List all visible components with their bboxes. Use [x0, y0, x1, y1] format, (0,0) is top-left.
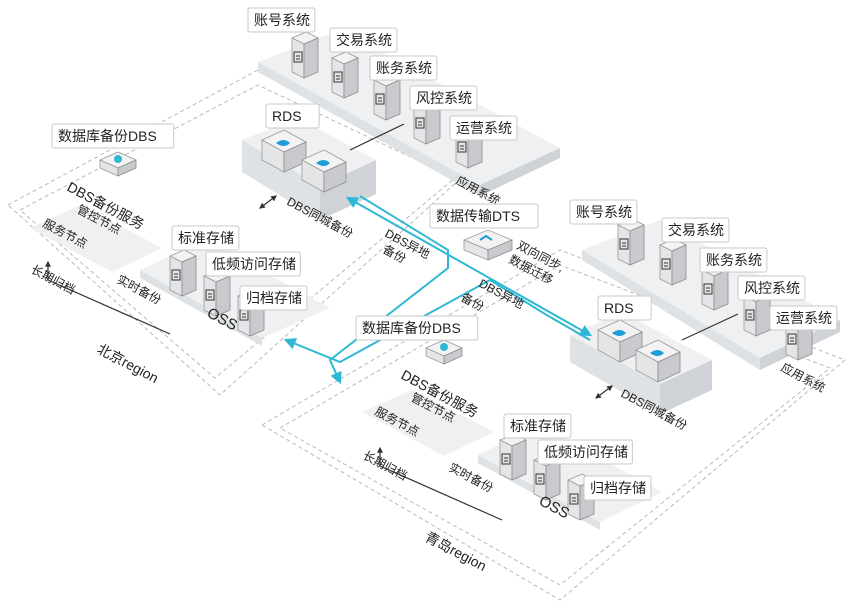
- remote-backup-line-1: [283, 278, 591, 364]
- long-term-archive-arrow-beijing: [45, 260, 171, 335]
- database-icon: [276, 140, 290, 146]
- storage-archive-label-qingdao-text: 归档存储: [590, 480, 646, 496]
- long-term-label-beijing: 长期归档: [29, 262, 78, 297]
- long-term-label-qingdao: 长期归档: [361, 448, 410, 483]
- app-system-top-label-1: 账号系统: [247, 7, 316, 33]
- shield-icon: [440, 343, 448, 351]
- app-system-right-label-2-text: 交易系统: [668, 222, 724, 238]
- shield-icon: [745, 309, 755, 321]
- app-server-right-2: [659, 238, 687, 286]
- dbs-node-qingdao: [425, 339, 463, 365]
- app-system-top-label-1-text: 账号系统: [254, 12, 310, 28]
- rds-to-app-top: [349, 123, 405, 151]
- app-server-top-1: [291, 31, 319, 79]
- dbs-label-qingdao-text: 数据库备份DBS: [362, 320, 461, 336]
- database-icon: [612, 330, 626, 336]
- storage-ia-label-qingdao-text: 低频访问存储: [544, 444, 628, 460]
- app-system-top-label-5-text: 运营系统: [456, 120, 512, 136]
- app-system-top-label-4-text: 风控系统: [416, 90, 472, 106]
- dts-label: 数据传输DTS: [429, 203, 539, 229]
- storage-ia-label-beijing-text: 低频访问存储: [212, 256, 296, 272]
- storage-standard-label-beijing: 标准存储: [171, 225, 240, 251]
- region-label-qingdao: 青岛region: [423, 529, 490, 575]
- app-system-top-label-3: 账务系统: [369, 55, 438, 81]
- storage-ia-label-qingdao: 低频访问存储: [537, 439, 633, 465]
- shield-icon: [415, 117, 425, 129]
- app-server-top-2: [331, 51, 359, 99]
- app-system-right-label-2: 交易系统: [661, 217, 730, 243]
- rds-label-beijing-text: RDS: [272, 108, 302, 124]
- database-icon: [316, 160, 330, 166]
- storage-archive-label-beijing: 归档存储: [239, 285, 308, 311]
- rds-servers-beijing: [261, 129, 347, 193]
- storage-server-qingdao-1: [499, 433, 527, 481]
- user-icon: [293, 51, 303, 63]
- storage-archive-label-beijing-text: 归档存储: [246, 290, 302, 306]
- document-icon: [205, 289, 215, 301]
- app-server-right-1: [617, 218, 645, 266]
- gear-icon: [787, 333, 797, 345]
- rds-to-app-right: [681, 313, 739, 341]
- gear-icon: [457, 141, 467, 153]
- rds-servers-qingdao: [597, 319, 681, 383]
- app-system-right-label-4: 风控系统: [737, 275, 806, 301]
- storage-standard-label-qingdao: 标准存储: [503, 413, 572, 439]
- dbs-label-beijing: 数据库备份DBS: [51, 123, 175, 149]
- storage-server-beijing-1: [169, 249, 197, 297]
- app-system-top-label-3-text: 账务系统: [376, 60, 432, 76]
- document-icon: [501, 453, 511, 465]
- document-icon: [661, 258, 671, 270]
- same-city-arrow-qingdao: [595, 385, 613, 399]
- storage-standard-label-beijing-text: 标准存储: [178, 230, 234, 246]
- document-icon: [333, 71, 343, 83]
- app-server-top-3: [373, 73, 401, 121]
- app-system-right-label-3: 账务系统: [699, 247, 768, 273]
- app-system-right-label-1-text: 账号系统: [576, 204, 632, 220]
- database-icon: [650, 350, 664, 356]
- document-icon: [171, 269, 181, 281]
- dts-node: [462, 229, 514, 261]
- document-icon: [375, 93, 385, 105]
- storage-standard-label-qingdao-text: 标准存储: [510, 418, 566, 434]
- long-term-archive-arrow-qingdao: [377, 446, 503, 521]
- storage-archive-label-qingdao: 归档存储: [583, 475, 652, 501]
- app-system-right-label-5: 运营系统: [769, 305, 838, 331]
- app-system-right-label-1: 账号系统: [569, 199, 638, 225]
- user-icon: [619, 238, 629, 250]
- dbs-service-platform-qingdao: [362, 390, 494, 456]
- same-city-arrow-beijing: [259, 195, 277, 209]
- document-icon: [569, 493, 579, 505]
- app-system-top-label-2-text: 交易系统: [336, 32, 392, 48]
- remote-backup-line-2: [328, 195, 449, 385]
- region-qingdao-boundary: [261, 249, 846, 601]
- dbs-service-platform-beijing: [30, 205, 162, 272]
- storage-ia-label-beijing: 低频访问存储: [205, 251, 301, 277]
- app-system-top-label-5: 运营系统: [449, 115, 518, 141]
- app-system-right-label-4-text: 风控系统: [744, 280, 800, 296]
- app-system-top-label-4: 风控系统: [409, 85, 478, 111]
- app-system-right-label-3-text: 账务系统: [706, 252, 762, 268]
- dbs-label-qingdao: 数据库备份DBS: [355, 315, 479, 341]
- document-icon: [535, 473, 545, 485]
- dts-label-text: 数据传输DTS: [436, 208, 520, 224]
- region-label-beijing: 北京region: [95, 341, 162, 387]
- dts-sync-line: [345, 196, 593, 337]
- dbs-node-beijing: [99, 151, 137, 177]
- rds-label-qingdao: RDS: [597, 295, 652, 321]
- app-system-right-label-5-text: 运营系统: [776, 310, 832, 326]
- document-icon: [703, 283, 713, 295]
- shield-icon: [114, 155, 122, 163]
- rds-label-qingdao-text: RDS: [604, 300, 634, 316]
- app-system-top-label-2: 交易系统: [329, 27, 398, 53]
- rds-label-beijing: RDS: [265, 103, 320, 129]
- dbs-label-beijing-text: 数据库备份DBS: [58, 128, 157, 144]
